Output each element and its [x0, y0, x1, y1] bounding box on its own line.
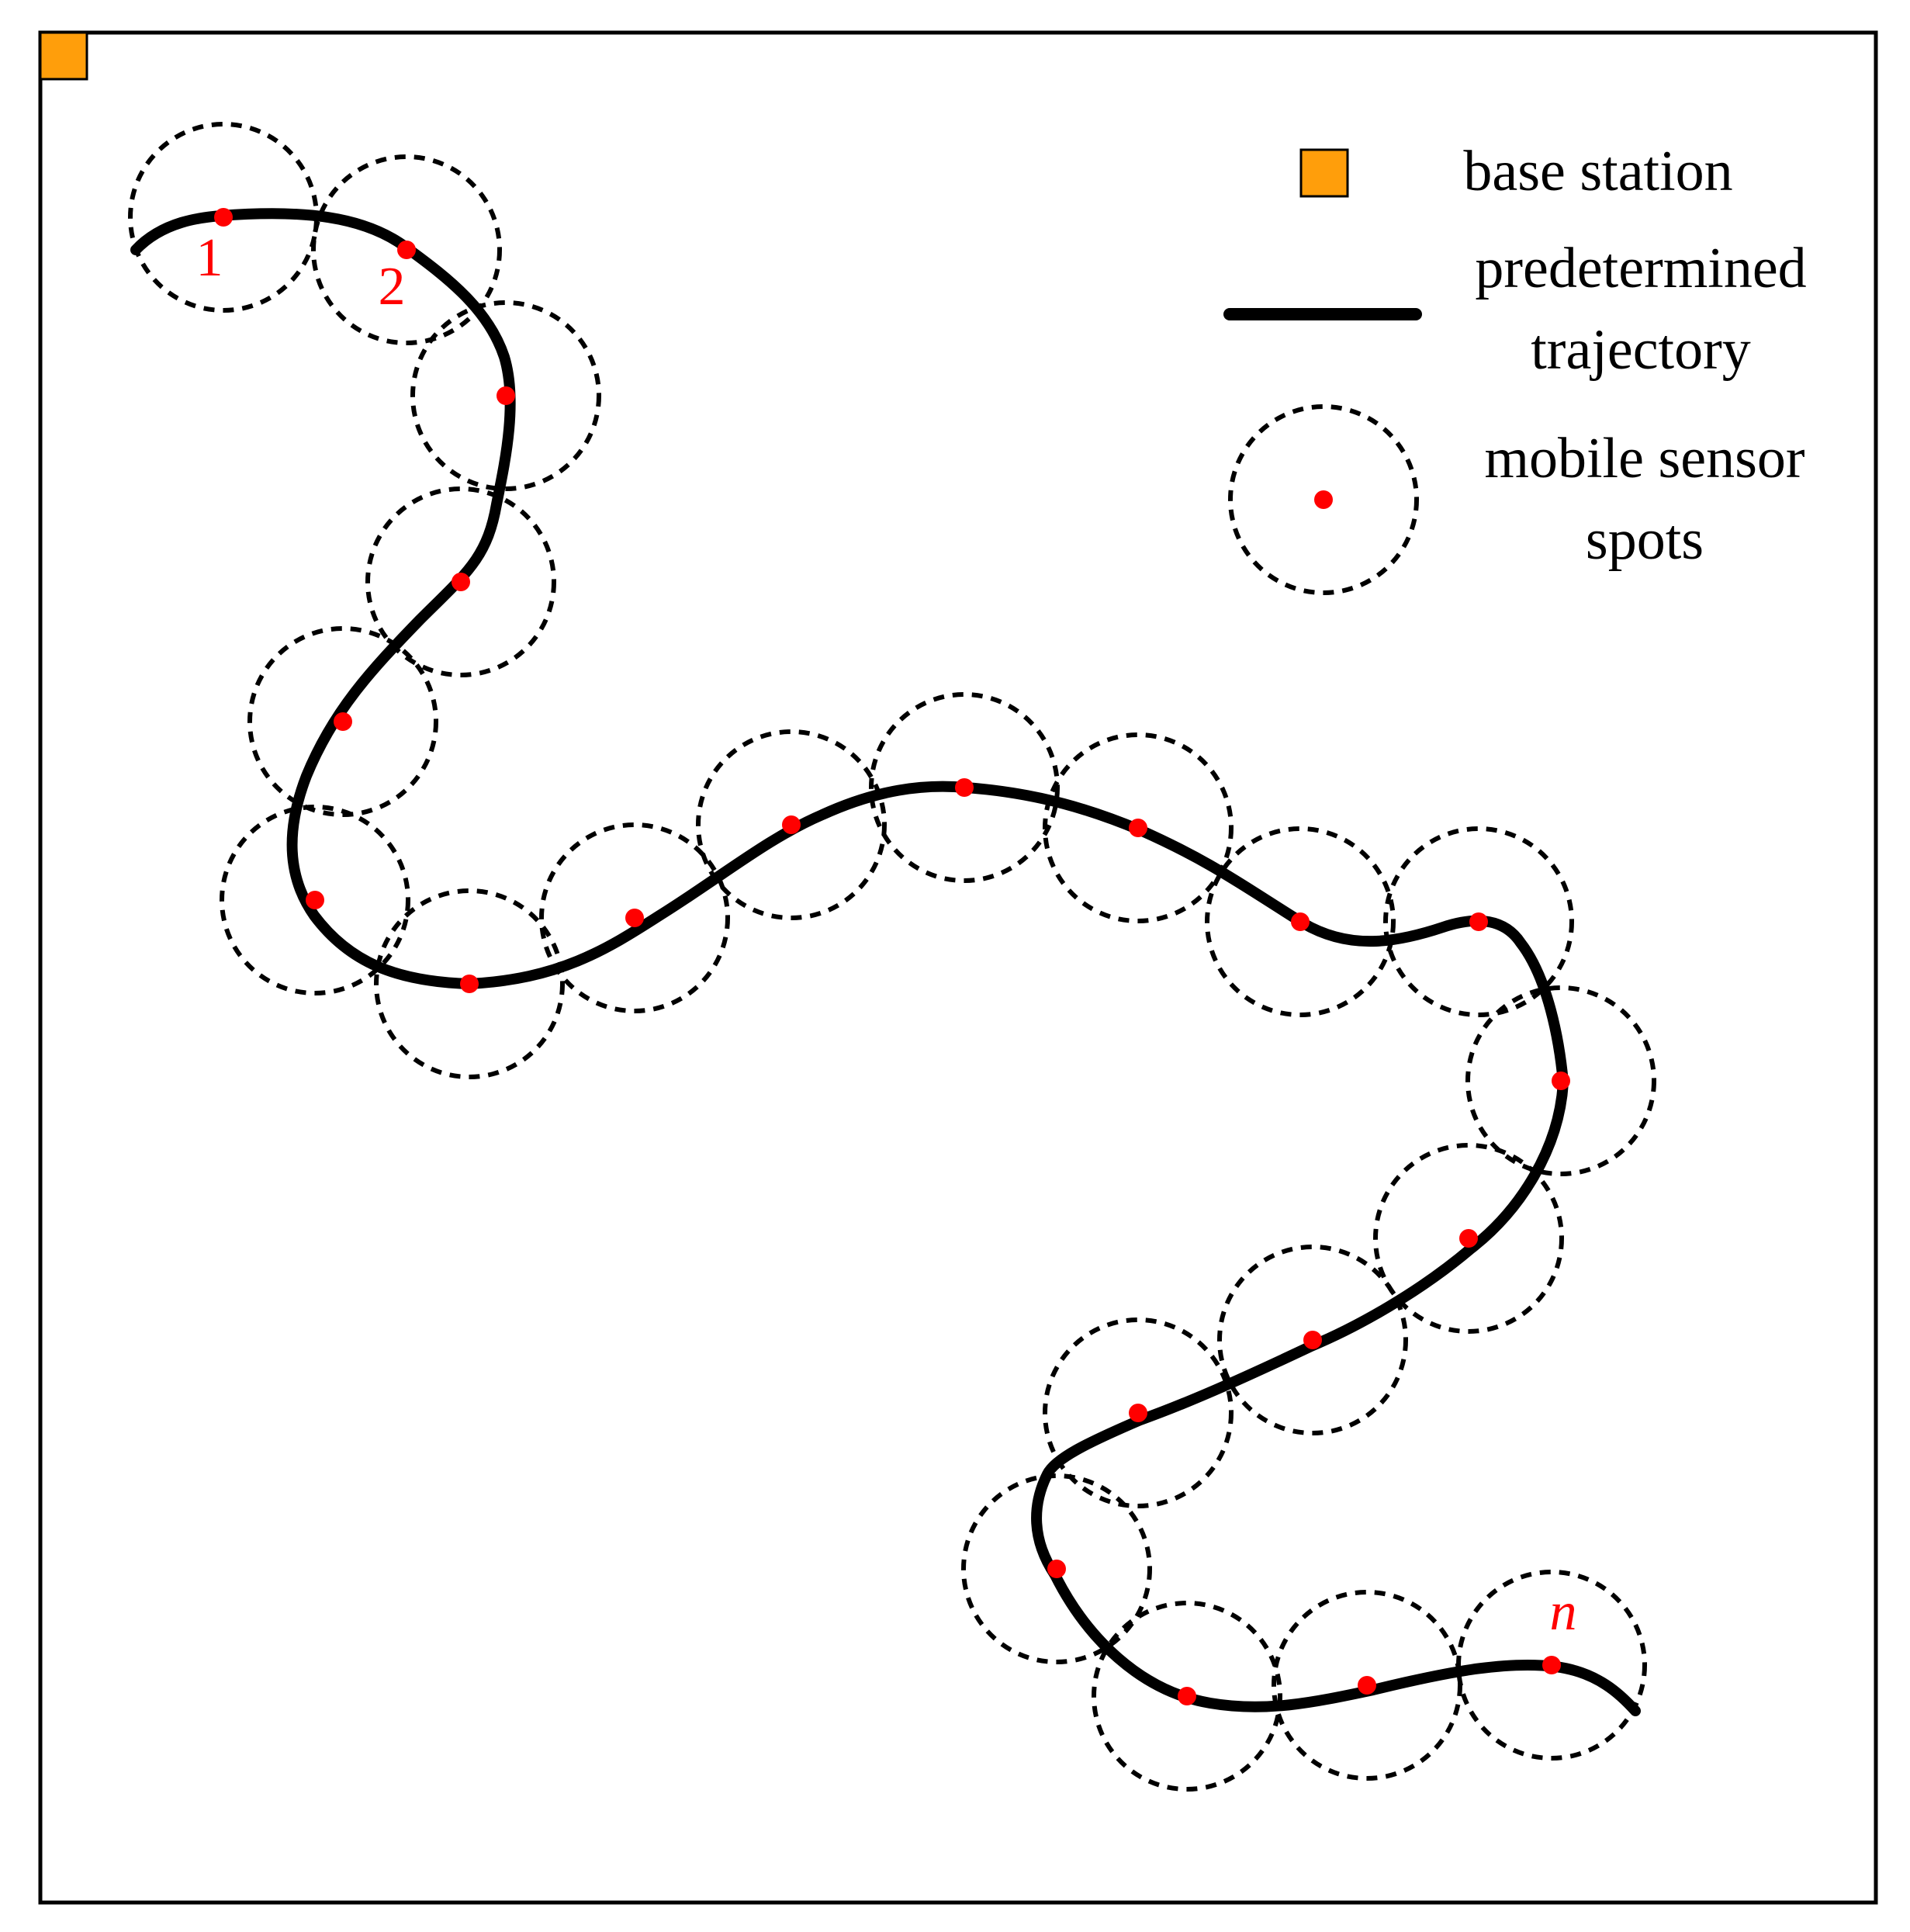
- coverage-circle: [1217, 1245, 1408, 1435]
- base-station-icon: [39, 31, 88, 81]
- sensor-spot-21: [1542, 1656, 1561, 1674]
- coverage-circle: [1465, 985, 1656, 1176]
- sensor-spot-5: [334, 712, 352, 731]
- coverage-circle: [869, 692, 1060, 883]
- coverage-circle: [1043, 732, 1234, 923]
- coverage-circle: [1092, 1601, 1282, 1792]
- sensor-spot-14: [1552, 1072, 1570, 1090]
- sensor-spot-2: [397, 241, 416, 259]
- sensor-spot-18: [1047, 1560, 1066, 1578]
- coverage-circle: [1383, 826, 1574, 1017]
- sensor-spot-6: [306, 891, 324, 909]
- sensor-spot-13: [1469, 912, 1488, 931]
- sensor-spot-16: [1303, 1331, 1322, 1349]
- legend-base-station-label: base station: [1463, 140, 1732, 203]
- coverage-circle: [696, 729, 887, 920]
- coverage-circle: [1205, 826, 1396, 1017]
- legend-trajectory-label-line2: trajectory: [1531, 318, 1751, 382]
- coverage-circle: [311, 154, 502, 345]
- sensor-spot-7: [460, 975, 479, 993]
- sensor-spot-15: [1459, 1229, 1478, 1248]
- legend-trajectory-label-line1: predetermined: [1475, 237, 1806, 300]
- legend-base-station-icon: [1299, 148, 1349, 198]
- sensor-spot-1: [214, 208, 233, 227]
- coverage-circle: [374, 888, 565, 1079]
- coverage-circle: [220, 805, 410, 995]
- coverage-circle: [410, 300, 601, 491]
- coverage-circle: [365, 486, 556, 677]
- coverage-circle: [961, 1473, 1152, 1664]
- field-boundary: [38, 30, 1878, 1905]
- spot-label-2: 2: [379, 257, 406, 317]
- sensor-spots: [214, 208, 1570, 1705]
- coverage-circles: [128, 122, 1656, 1792]
- sensor-spot-17: [1129, 1404, 1147, 1422]
- sensor-spot-20: [1358, 1676, 1376, 1695]
- legend-sensor-label-line1: mobile sensor: [1484, 427, 1804, 490]
- sensor-spot-3: [497, 386, 515, 405]
- coverage-circle: [539, 822, 730, 1013]
- legend-sensor-spot: [1314, 490, 1333, 509]
- sensor-spot-4: [452, 573, 470, 591]
- spot-label-n: n: [1550, 1582, 1577, 1642]
- spot-label-1: 1: [196, 228, 223, 288]
- sensor-spot-19: [1178, 1687, 1196, 1705]
- legend-sensor-label-line2: spots: [1586, 508, 1704, 572]
- sensor-spot-12: [1291, 912, 1310, 931]
- coverage-circle: [1456, 1570, 1647, 1761]
- sensor-spot-11: [1129, 819, 1147, 837]
- legend: base station predetermined trajectory mo…: [1223, 140, 1807, 595]
- coverage-circle: [247, 626, 438, 817]
- sensor-spot-9: [782, 815, 801, 834]
- legend-coverage-circle: [1228, 404, 1419, 595]
- coverage-circle: [1043, 1317, 1234, 1508]
- sensor-spot-8: [625, 909, 644, 927]
- coverage-circle: [1373, 1143, 1564, 1334]
- sensor-spot-10: [955, 778, 974, 797]
